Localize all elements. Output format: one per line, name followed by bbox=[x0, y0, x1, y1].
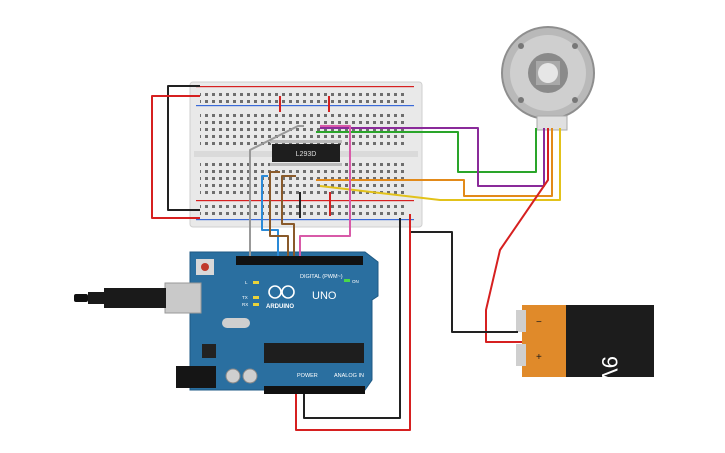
wire-motor-purple bbox=[320, 127, 545, 187]
wire-gray bbox=[249, 125, 304, 256]
power-label: POWER bbox=[297, 373, 318, 379]
digital-label: DIGITAL (PWM~) bbox=[300, 274, 343, 280]
stepper-motor[interactable] bbox=[501, 26, 595, 131]
wire-arduino-gnd bbox=[303, 218, 401, 419]
wire-motor-red bbox=[485, 128, 549, 343]
battery-plus-label: + bbox=[536, 352, 542, 363]
wire-black-rail-left bbox=[167, 85, 200, 211]
bottom-power-rail[interactable] bbox=[200, 203, 408, 217]
wire-brown-1 bbox=[269, 171, 289, 256]
battery-minus-label: − bbox=[536, 317, 542, 328]
arduino-model: UNO bbox=[312, 290, 337, 302]
breadboard[interactable]: L293D bbox=[189, 81, 423, 228]
battery-negative-terminal[interactable] bbox=[516, 310, 526, 332]
voltage-regulator bbox=[202, 344, 216, 358]
reset-button-cap bbox=[201, 263, 209, 271]
wires[interactable] bbox=[151, 85, 561, 431]
wire-motor-green bbox=[316, 128, 537, 173]
tx-label: TX bbox=[242, 295, 248, 300]
wire-red-rail-left bbox=[151, 95, 200, 219]
usb-connector[interactable] bbox=[74, 282, 202, 314]
wire-battery-black bbox=[409, 216, 518, 333]
wire-motor-yellow bbox=[319, 128, 561, 201]
chip-label: L293D bbox=[296, 151, 317, 158]
crystal bbox=[222, 318, 250, 328]
wire-pink bbox=[299, 125, 351, 256]
rx-label: RX bbox=[242, 302, 248, 307]
upper-terminal-strip[interactable] bbox=[200, 112, 408, 149]
led-l-label: L bbox=[245, 280, 248, 285]
arduino-uno-board[interactable]: DIGITAL (PWM~) L TX RX ON ARDUINO UNO PO… bbox=[74, 251, 379, 394]
top-power-rail[interactable] bbox=[200, 89, 408, 103]
wire-motor-orange bbox=[316, 128, 553, 197]
on-label: ON bbox=[352, 279, 359, 284]
battery-voltage-label: 9V bbox=[597, 356, 622, 383]
arduino-brand: ARDUINO bbox=[266, 304, 294, 310]
wire-brown-2 bbox=[281, 175, 296, 256]
capacitor-1 bbox=[225, 368, 241, 384]
analog-label: ANALOG IN bbox=[334, 373, 364, 379]
motor-connector[interactable] bbox=[536, 115, 568, 131]
wire-blue bbox=[261, 175, 279, 256]
capacitor-2 bbox=[242, 368, 258, 384]
barrel-jack[interactable] bbox=[176, 366, 216, 388]
l293d-chip[interactable]: L293D bbox=[270, 140, 342, 166]
battery-9v[interactable]: − + 9V bbox=[516, 305, 654, 383]
battery-positive-terminal[interactable] bbox=[516, 344, 526, 366]
arduino-logo-icon bbox=[268, 285, 295, 299]
atmega-chip bbox=[264, 343, 364, 363]
wire-arduino-5v bbox=[295, 214, 411, 431]
